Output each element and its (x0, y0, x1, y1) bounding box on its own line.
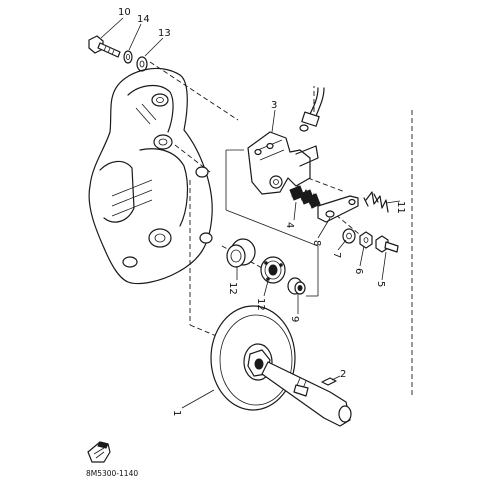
label-10: 10 (118, 7, 131, 18)
leader-lines (100, 17, 401, 409)
label-8: 8 (311, 240, 322, 246)
lever-arm-8 (317, 195, 359, 223)
label-7: 7 (331, 252, 342, 258)
washer-13 (136, 56, 148, 72)
bolt-10 (88, 35, 121, 58)
label-12b: 12 (255, 298, 266, 311)
spring-washer-14 (123, 50, 133, 64)
collar-9 (287, 277, 306, 295)
label-1: 1 (171, 410, 182, 416)
bushing-12b (260, 256, 286, 284)
label-9: 9 (289, 316, 300, 322)
figure-code: 8M5300-1140 (86, 469, 138, 478)
bolt-5 (375, 235, 399, 253)
label-6: 6 (353, 268, 364, 274)
label-3: 3 (271, 100, 277, 111)
housing-cover (88, 67, 213, 285)
reference-hand-icon (87, 441, 111, 463)
washer-7 (342, 228, 356, 244)
control-cable (299, 87, 325, 132)
nut-6 (359, 231, 373, 249)
label-12a: 12 (227, 282, 238, 295)
label-14: 14 (137, 14, 150, 25)
bushing-12a (226, 238, 256, 268)
label-4: 4 (284, 222, 295, 228)
label-2: 2 (340, 369, 346, 380)
part-labels: 10 14 13 3 11 4 8 7 6 5 12 12 9 2 1 (118, 7, 406, 416)
bracket-3 (247, 131, 319, 195)
return-spring-11 (363, 191, 389, 213)
spring-4 (289, 185, 321, 209)
assembly-box-lines (225, 149, 319, 297)
label-11: 11 (395, 201, 406, 214)
label-13: 13 (158, 28, 171, 39)
label-5: 5 (375, 281, 386, 287)
pulley-sheave-1 (210, 305, 352, 427)
